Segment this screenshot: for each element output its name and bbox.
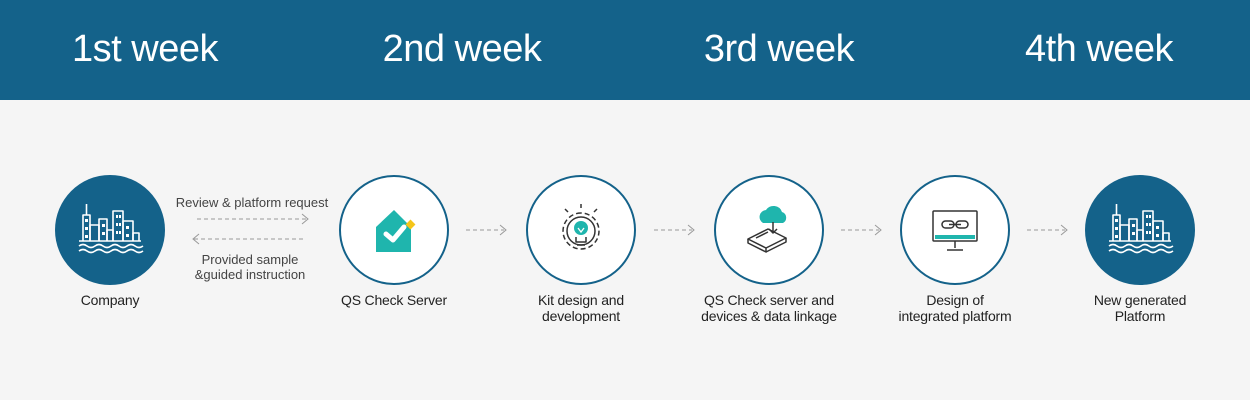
week-header: 1st week 2nd week 3rd week 4th week	[0, 0, 1250, 100]
integrated-platform-node	[900, 175, 1010, 285]
new-platform-node	[1085, 175, 1195, 285]
request-label: Review & platform request	[175, 195, 329, 210]
week-4-label: 4th week	[1024, 28, 1174, 70]
flow-arrow-3	[841, 224, 883, 236]
qs-check-logo-icon	[376, 210, 416, 252]
flow-arrow-2	[654, 224, 696, 236]
response-label: Provided sample &guided instruction	[194, 252, 306, 282]
device-linkage-caption: QS Check server and devices & data linka…	[701, 292, 837, 324]
company-node	[55, 175, 165, 285]
cloud-device-icon	[747, 205, 787, 253]
flow-arrow-4	[1027, 224, 1069, 236]
device-linkage-node	[714, 175, 824, 285]
lightbulb-gear-icon	[562, 204, 600, 250]
new-platform-caption: New generated Platform	[1093, 292, 1187, 324]
qs-check-server-node	[339, 175, 449, 285]
flow-arrow-1	[466, 224, 508, 236]
week-3-label: 3rd week	[703, 28, 855, 70]
city-icon	[78, 204, 144, 254]
week-1-label: 1st week	[72, 28, 218, 70]
kit-design-node	[526, 175, 636, 285]
qs-check-server-caption: QS Check Server	[341, 292, 447, 308]
week-2-label: 2nd week	[382, 28, 542, 70]
response-arrow	[190, 233, 305, 245]
request-arrow	[197, 213, 312, 225]
city-icon	[1108, 204, 1174, 254]
kit-design-caption: Kit design and development	[538, 292, 624, 324]
monitor-link-icon	[932, 210, 978, 251]
integrated-platform-caption: Design of integrated platform	[898, 292, 1012, 324]
company-caption: Company	[80, 292, 140, 308]
